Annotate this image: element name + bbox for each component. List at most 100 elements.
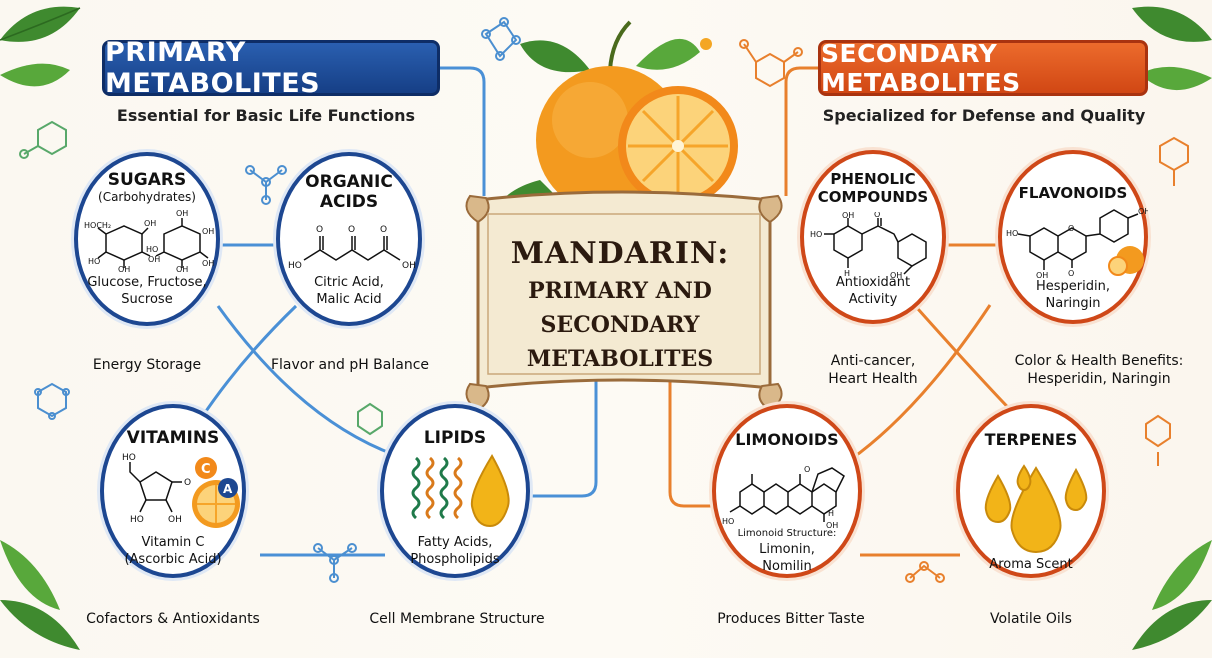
sugar-label-oh4: OH: [176, 209, 188, 218]
flavonoid-label-o2: O: [1068, 269, 1074, 278]
sugars-title: SUGARS: [107, 170, 187, 190]
lipids-body-line1: Fatty Acids,: [417, 535, 493, 550]
phenolic-label-h: H: [844, 269, 850, 278]
droplet-dot-icon: [700, 38, 712, 50]
vitamin-c-structure-icon: HO O HO OH C A: [122, 453, 240, 528]
sugar-label-oh7: OH: [176, 265, 188, 272]
phenolic-caption: Anti-cancer, Heart Health: [778, 352, 968, 388]
limonoid-label-h: H: [828, 509, 834, 518]
molecule-icon-2: [19, 120, 67, 159]
phenolic-caption-line1: Anti-cancer,: [830, 353, 916, 369]
vitamins-body-line2: (Ascorbic Acid): [124, 552, 222, 567]
acid-label-o2: O: [348, 225, 355, 235]
flavonoid-label-o1: O: [1068, 224, 1074, 233]
sugars-node: SUGARS (Carbohydrates) HOCH₂ OH OH HO OH…: [74, 152, 220, 326]
flavonoids-body-line1: Hesperidin,: [1036, 279, 1110, 294]
sugars-body-line2: Sucrose: [121, 292, 173, 307]
vitamin-c-badge-icon: [195, 457, 217, 479]
vitamins-caption: Cofactors & Antioxidants: [86, 611, 260, 627]
leaf-icon-top-right: [1132, 6, 1212, 91]
vitamin-badge-c: C: [201, 462, 211, 477]
sugars-caption: Energy Storage: [92, 357, 202, 373]
phenolic-compounds-node: PHENOLIC COMPOUNDS OH HO O H OH Antioxid…: [800, 150, 946, 324]
limonoids-note: Limonoid Structure:: [737, 528, 837, 539]
sugar-label-oh3: OH: [118, 265, 130, 272]
molecule-icon-3: [34, 382, 70, 420]
sugar-label-oh6: OH: [202, 259, 214, 268]
sugar-structure-icon: HOCH₂ OH OH HO OH OH HO OH OH OH: [84, 209, 214, 272]
vitamin-label-ho1: HO: [122, 453, 136, 463]
secondary-metabolites-banner: SECONDARY METABOLITES: [818, 39, 1148, 97]
primary-metabolites-banner: PRIMARY METABOLITES: [102, 37, 440, 99]
sugars-to-lipids-line: [216, 305, 396, 457]
flavonoids-caption-line1: Color & Health Benefits:: [1014, 353, 1184, 369]
organic-acids-body-line1: Citric Acid,: [314, 275, 384, 290]
orange-leaf-icon: [520, 40, 590, 73]
primary-subtitle: Essential for Basic Life Functions: [116, 106, 416, 125]
limonoids-node: LIMONOIDS O H OH HO Limonoid Structure: …: [712, 404, 862, 578]
phenolic-label-ho: HO: [810, 230, 822, 239]
flavonoids-body-line2: Naringin: [1045, 296, 1101, 311]
leaf-icon-top-left: [0, 6, 81, 87]
phenolic-label-oh2: OH: [890, 271, 902, 278]
flavonoids-node: FLAVONOIDS HO OH OH O O Hesperidin, Nari…: [998, 150, 1148, 324]
lipids-caption: Cell Membrane Structure: [369, 611, 545, 627]
acid-label-o3: O: [380, 225, 387, 235]
terpenes-caption: Volatile Oils: [990, 611, 1072, 627]
sugar-label-oh5: OH: [202, 227, 214, 236]
main-title-line2: PRIMARY AND: [528, 278, 712, 304]
lipids-node: LIPIDS Fatty Acids, Phospholipids: [380, 404, 530, 578]
sugar-label-ho1: HO: [88, 257, 100, 266]
title-to-lipids-line: [530, 372, 598, 498]
lipids-body-line2: Phospholipids: [410, 552, 500, 567]
terpenes-node: TERPENES Aroma Scent: [956, 404, 1106, 578]
phenolic-label-oh1: OH: [842, 212, 854, 220]
organic-acids-title-line2: ACIDS: [319, 192, 379, 212]
organic-acids-title-line1: ORGANIC: [305, 172, 393, 192]
main-title-line4: METABOLITES: [526, 346, 714, 372]
organic-acids-body-line2: Malic Acid: [316, 292, 382, 307]
lipids-title: LIPIDS: [423, 428, 487, 448]
sugars-body-line1: Glucose, Fructose,: [87, 275, 207, 290]
secondary-subtitle: Specialized for Defense and Quality: [822, 106, 1146, 125]
vitamins-title: VITAMINS: [126, 428, 220, 448]
flavonoids-caption-line2: Hesperidin, Naringin: [1027, 371, 1171, 387]
acid-label-ho: HO: [288, 261, 302, 271]
molecule-icon-7: [739, 39, 803, 88]
flavonoids-title: FLAVONOIDS: [1018, 184, 1128, 202]
limonoids-body-line1: Limonin,: [759, 542, 815, 557]
main-title: MANDARIN: PRIMARY AND SECONDARY METABOLI…: [500, 236, 740, 373]
sugar-label-hoch2: HOCH₂: [84, 221, 111, 230]
molecule-icon-5: [357, 402, 383, 436]
limonoid-structure-icon: O H OH HO: [722, 465, 845, 528]
oil-drop-icon: [470, 454, 510, 528]
vitamins-body-line1: Vitamin C: [141, 535, 205, 550]
phenolic-title-line2: COMPOUNDS: [817, 188, 929, 206]
sugar-label-oh2: OH: [148, 255, 160, 264]
secondary-heading: SECONDARY METABOLITES: [821, 39, 1021, 97]
phenolic-body-line2: Activity: [848, 292, 898, 307]
phenolic-body-line1: Antioxidant: [835, 275, 911, 290]
molecule-icon-10: [905, 561, 945, 583]
terpene-oil-drops-icon: [984, 464, 1088, 554]
terpenes-body: Aroma Scent: [989, 557, 1073, 572]
vitamin-label-oh: OH: [168, 515, 182, 525]
flavonoid-label-ho: HO: [1006, 229, 1018, 238]
molecule-icon-6: [313, 543, 357, 583]
limonoid-label-o: O: [804, 465, 810, 474]
sugars-subtitle: (Carbohydrates): [98, 190, 196, 204]
molecule-icon-8: [1159, 136, 1189, 186]
limonoids-body-line2: Nomilin: [762, 559, 812, 574]
main-title-line3: SECONDARY: [540, 312, 700, 338]
flavonoids-to-limonoids-line: [849, 304, 992, 462]
primary-to-title-line: [440, 66, 486, 196]
limonoid-label-oh: OH: [826, 521, 838, 528]
organic-acids-node: ORGANIC ACIDS O O O HO OH Citric Acid, M…: [276, 152, 422, 326]
sugar-label-ho2: HO: [146, 245, 158, 254]
acid-label-oh: OH: [402, 261, 416, 271]
citric-acid-structure-icon: O O O HO OH: [288, 225, 416, 271]
limonoid-label-ho: HO: [722, 517, 734, 526]
title-to-limonoids-line: [668, 372, 712, 508]
sugar-label-oh1: OH: [144, 219, 156, 228]
